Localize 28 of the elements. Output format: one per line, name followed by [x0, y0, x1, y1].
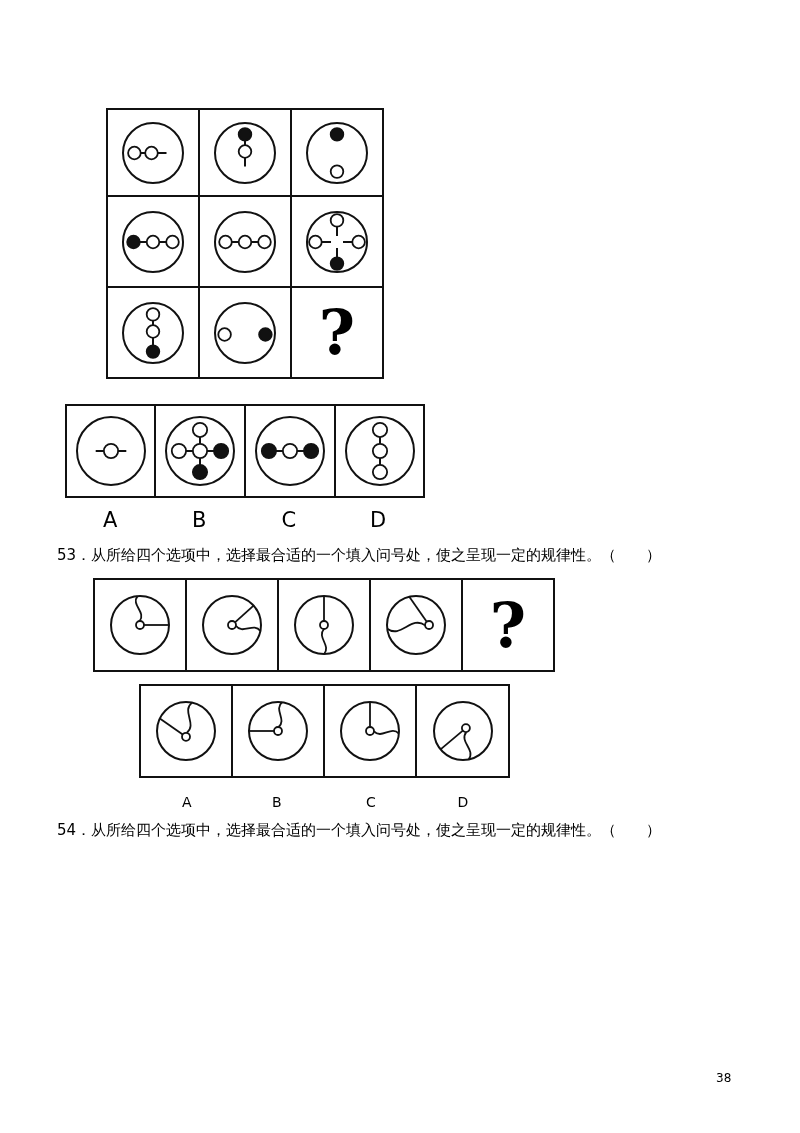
figure-cell — [415, 684, 510, 778]
figure-cell — [185, 578, 279, 672]
figure-cell — [369, 578, 463, 672]
figure-cell — [106, 108, 200, 197]
figure-cell — [231, 684, 325, 778]
question-text: 54．从所给四个选项中，选择最合适的一个填入问号处，使之呈现一定的规律性。（ ） — [57, 823, 662, 838]
option-letter: B — [272, 795, 282, 809]
option-letter: C — [366, 795, 376, 809]
question-mark-cell: ? — [461, 578, 555, 672]
figure-cell — [277, 578, 371, 672]
figure-cell — [106, 286, 200, 379]
option-letter: C — [281, 510, 297, 531]
figure-cell — [334, 404, 425, 498]
figure-cell — [139, 684, 233, 778]
figure-cell — [154, 404, 246, 498]
option-letter: D — [457, 795, 469, 809]
option-letter: B — [192, 510, 207, 531]
question-mark-cell: ? — [290, 286, 384, 379]
figure-cell — [290, 108, 384, 197]
option-letter: A — [182, 795, 192, 809]
figure-cell — [323, 684, 417, 778]
option-letter: A — [103, 510, 118, 531]
figure-cell — [93, 578, 187, 672]
option-letter: D — [370, 510, 387, 531]
figure-cell — [244, 404, 336, 498]
page-number: 38 — [716, 1072, 732, 1084]
question-text: 53．从所给四个选项中，选择最合适的一个填入问号处，使之呈现一定的规律性。（ ） — [57, 548, 662, 563]
figure-cell — [65, 404, 156, 498]
